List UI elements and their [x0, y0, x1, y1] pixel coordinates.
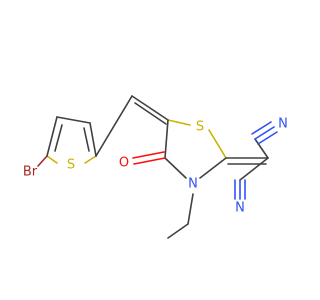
atom-o: O: [119, 156, 129, 171]
bond-c-cn-bottom: [239, 157, 269, 181]
atom-br: Br: [23, 165, 38, 180]
atom-s-ring: S: [196, 120, 204, 135]
bond-c2-c3: [89, 122, 97, 157]
bond-c5-br: [37, 155, 48, 167]
atom-n-cyano-bottom: N: [235, 201, 245, 216]
bond-n-c4: [164, 157, 187, 179]
bond-c5-s-thiophene: [46, 155, 58, 164]
bond-s-c2-ring: [208, 129, 227, 159]
bond-c4-c5: [46, 116, 58, 157]
bond-c3-c4: [56, 116, 91, 124]
molecule-structure: Br S S O N N N: [23, 95, 288, 239]
bond-ch2-ch3: [167, 223, 189, 239]
bond-n-ch2: [187, 193, 194, 225]
thiazolidine-ring: [164, 119, 227, 179]
bond-c5-s-ring: [167, 119, 191, 126]
atom-n-ring: N: [188, 177, 198, 192]
bond-c4-o: [133, 157, 166, 165]
molecule-diagram: Br S S O N N N: [23, 95, 288, 239]
bond-c2-methine: [95, 95, 133, 157]
atom-n-cyano-top: N: [278, 117, 288, 132]
bond-c-cn-top: [254, 138, 269, 159]
atom-s-thiophene: S: [67, 158, 75, 173]
triple-bond-cn-top: [254, 126, 275, 140]
bond-c4-c5-ring: [164, 119, 169, 159]
bond-c2-n: [199, 157, 227, 179]
thiophene-ring: [46, 116, 97, 164]
bond-methine-c5ring: [131, 95, 169, 121]
bond-s-c2-thiophene: [84, 155, 97, 164]
